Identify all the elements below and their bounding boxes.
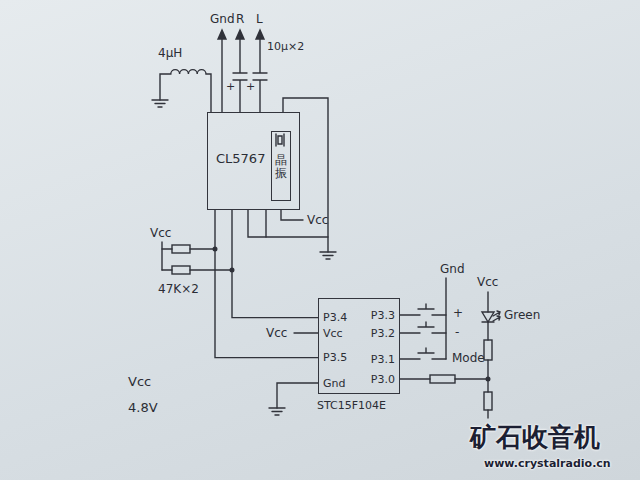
wire: [445, 278, 446, 359]
signal-wire: [232, 210, 318, 318]
net-label: Gnd: [210, 12, 235, 26]
net-label: Vcc: [307, 213, 328, 227]
net-label: Gnd: [440, 262, 465, 276]
wire: [265, 210, 266, 237]
ground-symbol: [320, 252, 336, 259]
capacitor-symbol: [233, 38, 247, 112]
chip-name: CL5767: [216, 151, 265, 167]
pin-label: P3.0: [371, 373, 395, 386]
wire: [277, 383, 318, 408]
polarity-mark: +: [226, 80, 235, 93]
pin-label: P3.2: [371, 327, 395, 340]
pin-label: P3.5: [323, 351, 347, 364]
button-label: Mode: [452, 351, 485, 365]
resistor-symbol: [172, 245, 190, 253]
wire: [487, 322, 488, 340]
net-label: Vcc: [477, 275, 498, 289]
watermark: 矿石收音机: [470, 422, 600, 453]
wire: [487, 292, 488, 312]
ground-symbol: [152, 100, 168, 107]
net-label: R: [236, 12, 244, 26]
wire: [161, 242, 162, 270]
signal-wire: [215, 210, 318, 358]
component-value: 47K×2: [158, 282, 199, 296]
switch-symbol: [400, 348, 446, 359]
led-symbol: [482, 312, 494, 322]
wire: [248, 210, 328, 237]
chip-part-number: STC15F104E: [317, 399, 386, 412]
chip-box: CL5767 晶振: [207, 112, 300, 210]
button-label: -: [455, 325, 459, 339]
component-value: 10μ×2: [267, 40, 304, 53]
pin-label: Vcc: [323, 327, 343, 340]
pin-label: Gnd: [323, 377, 345, 390]
led-light-arrows: [493, 311, 500, 321]
supply-label: Vcc: [128, 374, 151, 390]
resistor-symbol: [430, 375, 455, 383]
wire: [221, 38, 222, 112]
arrow-head: [256, 30, 264, 39]
resistor-symbol: [484, 392, 492, 410]
pin-label: P3.3: [371, 309, 395, 322]
switch-symbol: [400, 322, 446, 333]
wire: [281, 210, 303, 220]
ground-symbol: [269, 408, 285, 415]
wire: [487, 360, 488, 392]
pin-label: P3.4: [323, 311, 347, 324]
watermark: www.crystalradio.cn: [484, 457, 611, 470]
polarity-mark: +: [246, 80, 255, 93]
wire: [294, 332, 318, 333]
resistor-symbol: [484, 340, 492, 360]
button-label: +: [453, 306, 463, 320]
capacitor-symbol: [253, 38, 267, 112]
net-label: Vcc: [150, 226, 171, 240]
wire: [400, 378, 488, 379]
junction-dot: [486, 377, 490, 381]
net-label: L: [256, 12, 263, 26]
wire: [283, 98, 328, 252]
supply-label: 4.8V: [128, 400, 158, 416]
switch-symbol: [400, 304, 446, 315]
inductor-symbol: [160, 70, 211, 112]
wire: [487, 410, 488, 418]
mcu-box: P3.4VccP3.5GndP3.3P3.2P3.1P3.0STC15F104E: [318, 298, 400, 394]
resistor-symbol: [172, 266, 190, 274]
crystal-symbol: [276, 134, 284, 146]
crystal-box: 晶振: [271, 131, 291, 201]
net-label: Vcc: [266, 326, 287, 340]
arrow-head: [236, 30, 244, 39]
arrow-head: [218, 30, 226, 39]
pin-label: P3.1: [371, 353, 395, 366]
crystal-label: 晶振: [275, 154, 287, 180]
led-label: Green: [504, 308, 540, 322]
component-value: 4μH: [158, 46, 182, 60]
wire-group: [152, 30, 500, 418]
